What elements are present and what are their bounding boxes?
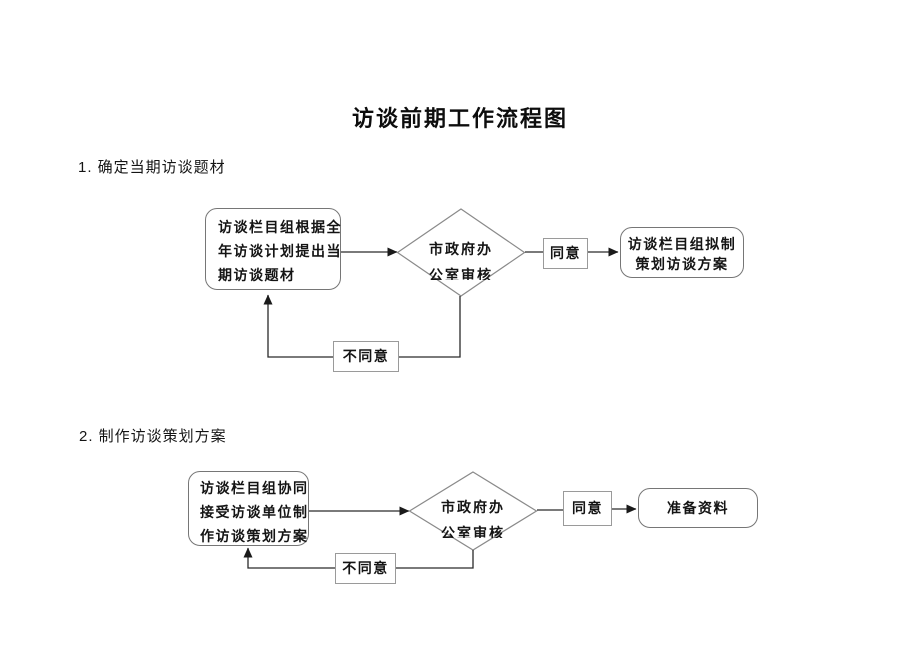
flow2-decision-label: 市政府办 公室审核	[413, 494, 533, 538]
flow2-result-box: 准备资料	[638, 488, 758, 528]
flow1-decision-line2: 公室审核	[429, 267, 493, 280]
flow1-disagree-box: 不同意	[333, 341, 399, 372]
flow1-agree-box: 同意	[543, 238, 588, 269]
section-2-heading: 2. 制作访谈策划方案	[79, 428, 227, 445]
flow2-start-line3: 作访谈策划方案	[200, 528, 309, 544]
flow2-start-line2: 接受访谈单位制	[200, 504, 309, 520]
flow2-start-box: 访谈栏目组协同 接受访谈单位制 作访谈策划方案	[188, 471, 309, 546]
flow2-decision-line2: 公室审核	[441, 525, 505, 538]
flow1-decision-line1: 市政府办	[429, 241, 493, 257]
flow1-decision-diamond	[396, 208, 526, 297]
flow1-start-line3: 期访谈题材	[218, 267, 296, 283]
flow2-decision-line1: 市政府办	[441, 499, 505, 515]
flow1-decision-label: 市政府办 公室审核	[401, 236, 521, 280]
flow2-start-line1: 访谈栏目组协同	[200, 480, 309, 496]
flow2-agree-box: 同意	[563, 491, 612, 526]
flow1-start-box: 访谈栏目组根据全 年访谈计划提出当 期访谈题材	[205, 208, 341, 290]
page-title: 访谈前期工作流程图	[351, 106, 568, 131]
section-1-heading: 1. 确定当期访谈题材	[78, 159, 226, 176]
flow2-disagree-box: 不同意	[335, 553, 396, 584]
flow1-result-box: 访谈栏目组拟制 策划访谈方案	[620, 227, 744, 278]
flow1-start-line2: 年访谈计划提出当	[218, 243, 342, 259]
flow1-start-line1: 访谈栏目组根据全	[218, 219, 342, 235]
flow1-result-line2: 策划访谈方案	[635, 256, 729, 272]
flow1-result-line1: 访谈栏目组拟制	[627, 236, 737, 252]
